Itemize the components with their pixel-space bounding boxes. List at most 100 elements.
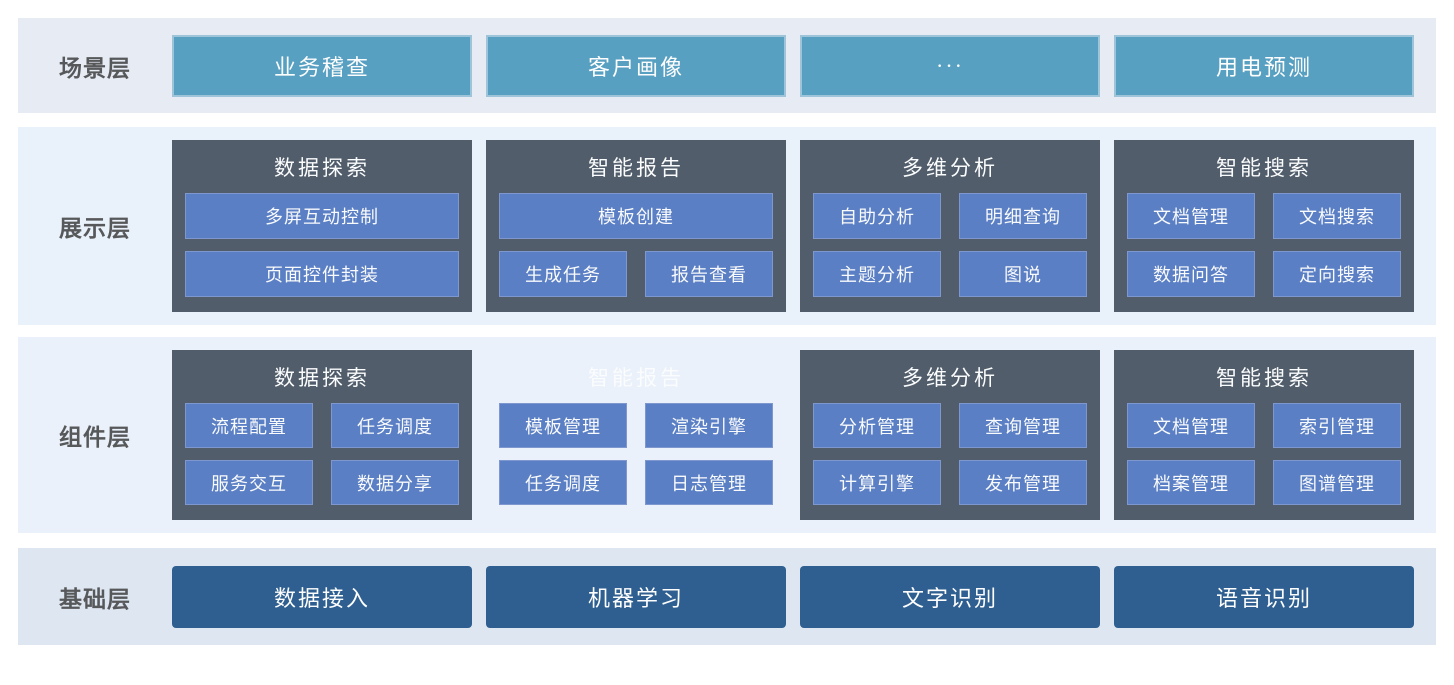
item-block: 计算引擎 [813, 460, 941, 505]
card-rows: 模板管理渲染引擎任务调度日志管理 [499, 403, 773, 505]
item-block: 页面控件封装 [185, 251, 459, 297]
card-row: 自助分析明细查询 [813, 193, 1087, 239]
card-rows: 模板创建生成任务报告查看 [499, 193, 773, 297]
display-column: 数据探索多屏互动控制页面控件封装 [172, 140, 472, 312]
component-column: 智能搜索文档管理索引管理档案管理图谱管理 [1114, 350, 1414, 520]
item-block: 模板管理 [499, 403, 627, 448]
card-rows: 分析管理查询管理计算引擎发布管理 [813, 403, 1087, 505]
layer-band-scene: 场景层 业务稽查客户画像···用电预测 [18, 18, 1436, 113]
layer-label-component: 组件层 [59, 424, 131, 450]
item-block: 流程配置 [185, 403, 313, 448]
scene-block-3: 用电预测 [1114, 34, 1414, 97]
foundation-column: 机器学习 [486, 565, 786, 628]
item-block: 任务调度 [331, 403, 459, 448]
scene-column: 用电预测 [1114, 34, 1414, 97]
card-row: 任务调度日志管理 [499, 460, 773, 505]
item-block: 报告查看 [645, 251, 773, 297]
card-row: 主题分析图说 [813, 251, 1087, 297]
display-card-1: 智能报告模板创建生成任务报告查看 [486, 140, 786, 312]
card-row: 流程配置任务调度 [185, 403, 459, 448]
display-cards-row: 数据探索多屏互动控制页面控件封装智能报告模板创建生成任务报告查看多维分析自助分析… [172, 127, 1436, 325]
component-card-2: 多维分析分析管理查询管理计算引擎发布管理 [800, 350, 1100, 520]
component-card-3: 智能搜索文档管理索引管理档案管理图谱管理 [1114, 350, 1414, 520]
item-block: 服务交互 [185, 460, 313, 505]
item-block: 主题分析 [813, 251, 941, 297]
item-block: 生成任务 [499, 251, 627, 297]
card-row: 模板创建 [499, 193, 773, 239]
card-rows: 自助分析明细查询主题分析图说 [813, 193, 1087, 297]
item-block: 文档搜索 [1273, 193, 1401, 239]
card-row: 档案管理图谱管理 [1127, 460, 1401, 505]
item-block: 数据问答 [1127, 251, 1255, 297]
foundation-block-1: 机器学习 [486, 565, 786, 628]
layer-label-zone: 组件层 [18, 337, 172, 533]
foundation-column: 数据接入 [172, 565, 472, 628]
component-column: 智能报告模板管理渲染引擎任务调度日志管理 [486, 350, 786, 520]
card-title: 智能搜索 [1216, 366, 1312, 390]
foundation-column: 语音识别 [1114, 565, 1414, 628]
foundation-block-0: 数据接入 [172, 565, 472, 628]
layer-band-display: 展示层 数据探索多屏互动控制页面控件封装智能报告模板创建生成任务报告查看多维分析… [18, 127, 1436, 325]
card-title: 智能报告 [588, 156, 684, 180]
card-rows: 多屏互动控制页面控件封装 [185, 193, 459, 297]
layer-band-foundation: 基础层 数据接入机器学习文字识别语音识别 [18, 548, 1436, 645]
item-block: 图说 [959, 251, 1087, 297]
component-cards-row: 数据探索流程配置任务调度服务交互数据分享智能报告模板管理渲染引擎任务调度日志管理… [172, 337, 1436, 533]
foundation-block-2: 文字识别 [800, 565, 1100, 628]
display-column: 多维分析自助分析明细查询主题分析图说 [800, 140, 1100, 312]
foundation-block-3: 语音识别 [1114, 565, 1414, 628]
foundation-buttons-row: 数据接入机器学习文字识别语音识别 [172, 548, 1436, 645]
item-block: 渲染引擎 [645, 403, 773, 448]
scene-block-1: 客户画像 [486, 34, 786, 97]
card-row: 文档管理索引管理 [1127, 403, 1401, 448]
component-card-0: 数据探索流程配置任务调度服务交互数据分享 [172, 350, 472, 520]
card-row: 分析管理查询管理 [813, 403, 1087, 448]
scene-column: 客户画像 [486, 34, 786, 97]
card-row: 服务交互数据分享 [185, 460, 459, 505]
item-block: 索引管理 [1273, 403, 1401, 448]
item-block: 任务调度 [499, 460, 627, 505]
layer-label-display: 展示层 [59, 215, 131, 241]
item-block: 分析管理 [813, 403, 941, 448]
item-block: 日志管理 [645, 460, 773, 505]
foundation-column: 文字识别 [800, 565, 1100, 628]
item-block: 发布管理 [959, 460, 1087, 505]
card-row: 生成任务报告查看 [499, 251, 773, 297]
card-row: 文档管理文档搜索 [1127, 193, 1401, 239]
layer-label-foundation: 基础层 [59, 585, 131, 612]
item-block: 图谱管理 [1273, 460, 1401, 505]
item-block: 查询管理 [959, 403, 1087, 448]
card-row: 计算引擎发布管理 [813, 460, 1087, 505]
item-block: 定向搜索 [1273, 251, 1401, 297]
item-block: 档案管理 [1127, 460, 1255, 505]
card-title: 多维分析 [902, 156, 998, 180]
card-title: 数据探索 [274, 156, 370, 180]
card-row: 页面控件封装 [185, 251, 459, 297]
card-title: 数据探索 [274, 366, 370, 390]
card-row: 模板管理渲染引擎 [499, 403, 773, 448]
layer-band-component: 组件层 数据探索流程配置任务调度服务交互数据分享智能报告模板管理渲染引擎任务调度… [18, 337, 1436, 533]
display-card-0: 数据探索多屏互动控制页面控件封装 [172, 140, 472, 312]
layer-label-zone: 展示层 [18, 127, 172, 325]
scene-column: 业务稽查 [172, 34, 472, 97]
layer-label-zone: 场景层 [18, 18, 172, 113]
layer-label-zone: 基础层 [18, 548, 172, 645]
card-rows: 流程配置任务调度服务交互数据分享 [185, 403, 459, 505]
item-block: 明细查询 [959, 193, 1087, 239]
scene-block-0: 业务稽查 [172, 34, 472, 97]
card-row: 多屏互动控制 [185, 193, 459, 239]
card-rows: 文档管理文档搜索数据问答定向搜索 [1127, 193, 1401, 297]
item-block: 文档管理 [1127, 403, 1255, 448]
item-block: 自助分析 [813, 193, 941, 239]
display-card-3: 智能搜索文档管理文档搜索数据问答定向搜索 [1114, 140, 1414, 312]
component-column: 多维分析分析管理查询管理计算引擎发布管理 [800, 350, 1100, 520]
card-title: 多维分析 [902, 366, 998, 390]
component-column: 数据探索流程配置任务调度服务交互数据分享 [172, 350, 472, 520]
item-block: 文档管理 [1127, 193, 1255, 239]
card-rows: 文档管理索引管理档案管理图谱管理 [1127, 403, 1401, 505]
display-column: 智能报告模板创建生成任务报告查看 [486, 140, 786, 312]
item-block: 多屏互动控制 [185, 193, 459, 239]
scene-block-2: ··· [800, 34, 1100, 97]
card-title: 智能搜索 [1216, 156, 1312, 180]
scene-column: ··· [800, 34, 1100, 97]
